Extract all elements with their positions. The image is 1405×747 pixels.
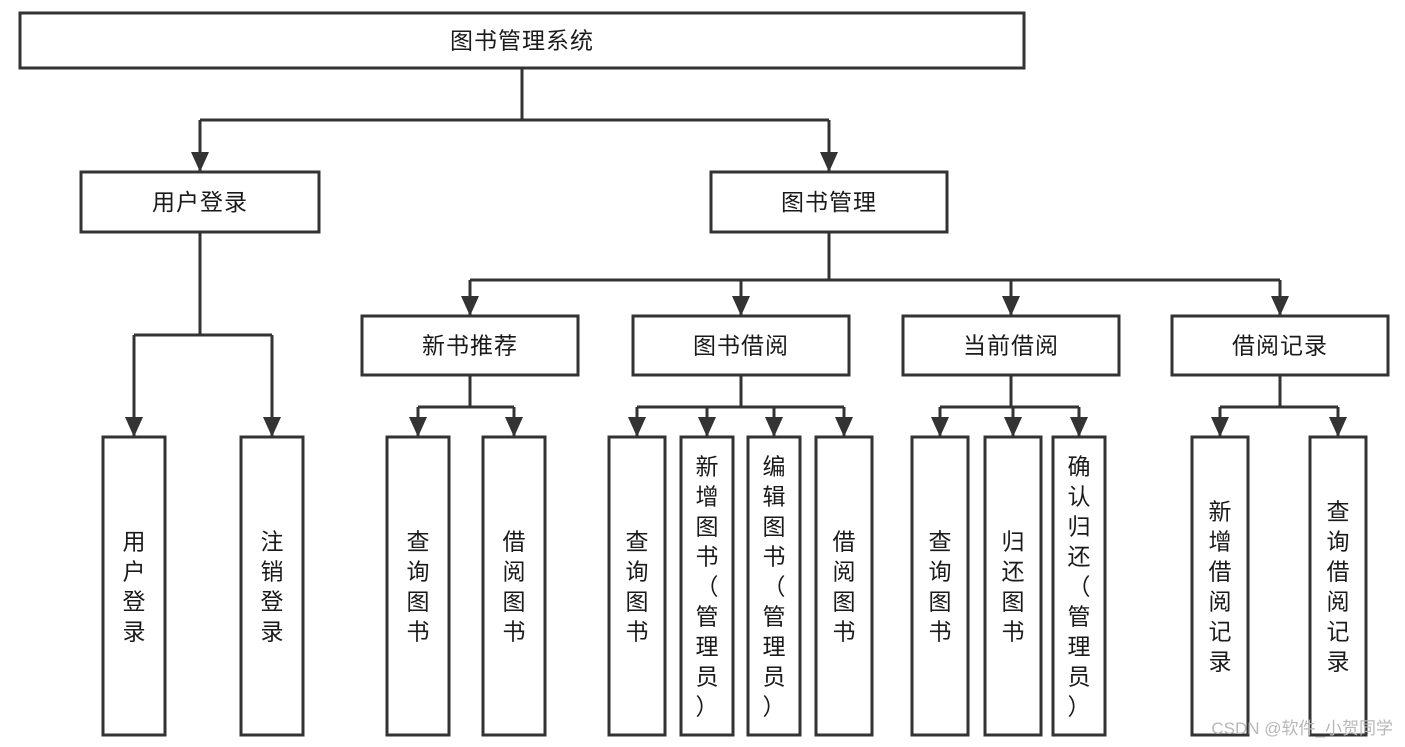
arrow-head-icon bbox=[628, 417, 646, 437]
arrow-head-icon bbox=[835, 417, 853, 437]
node-box-leaf-query-book-2 bbox=[607, 435, 667, 737]
node-box-borrow-record bbox=[1170, 314, 1390, 377]
node-layer: 图书管理系统用户登录图书管理新书推荐图书借阅当前借阅借阅记录用户登录注销登录查询… bbox=[18, 11, 1390, 737]
node-label-book-borrow: 图书借阅 bbox=[693, 333, 789, 359]
node-new-book-recommend[interactable]: 新书推荐 bbox=[360, 314, 580, 377]
arrow-head-icon bbox=[1329, 417, 1347, 437]
arrow-head-icon bbox=[1070, 417, 1088, 437]
node-label-leaf-query-book-1: 查询图书 bbox=[407, 528, 430, 644]
node-leaf-user-login[interactable]: 用户登录 bbox=[101, 435, 167, 737]
node-leaf-query-book-3[interactable]: 查询图书 bbox=[910, 435, 970, 737]
node-box-leaf-borrow-book-2 bbox=[814, 435, 874, 737]
arrow-head-icon bbox=[191, 152, 209, 172]
node-label-leaf-query-borrow-record: 查询借阅记录 bbox=[1327, 498, 1350, 674]
node-book-management[interactable]: 图书管理 bbox=[709, 170, 949, 234]
arrow-head-icon bbox=[1211, 417, 1229, 437]
node-leaf-add-borrow-record[interactable]: 新增借阅记录 bbox=[1190, 435, 1250, 737]
node-label-current-borrow: 当前借阅 bbox=[963, 333, 1059, 359]
arrow-head-icon bbox=[1004, 417, 1022, 437]
node-box-leaf-borrow-book-1 bbox=[481, 435, 547, 737]
arrow-head-icon bbox=[931, 417, 949, 437]
node-box-leaf-user-login bbox=[101, 435, 167, 737]
arrow-head-icon bbox=[765, 417, 783, 437]
node-label-book-management: 图书管理 bbox=[781, 189, 877, 215]
node-leaf-query-book-2[interactable]: 查询图书 bbox=[607, 435, 667, 737]
node-root[interactable]: 图书管理系统 bbox=[18, 11, 1026, 70]
node-leaf-return-book[interactable]: 归还图书 bbox=[983, 435, 1043, 737]
node-leaf-add-book-admin[interactable]: 新增图书（管理员） bbox=[679, 435, 735, 737]
node-box-user-login bbox=[79, 170, 321, 234]
node-borrow-record[interactable]: 借阅记录 bbox=[1170, 314, 1390, 377]
connector-layer bbox=[125, 68, 1347, 437]
node-box-book-management bbox=[709, 170, 949, 234]
node-label-leaf-add-borrow-record: 新增借阅记录 bbox=[1209, 498, 1232, 674]
node-label-leaf-query-book-2: 查询图书 bbox=[626, 528, 649, 644]
node-box-leaf-confirm-return-admin bbox=[1051, 435, 1107, 737]
node-box-root bbox=[18, 11, 1026, 70]
node-label-leaf-return-book: 归还图书 bbox=[1002, 528, 1025, 644]
node-label-leaf-user-login: 用户登录 bbox=[123, 528, 146, 644]
node-label-root: 图书管理系统 bbox=[450, 28, 594, 54]
arrow-head-icon bbox=[698, 417, 716, 437]
arrow-head-icon bbox=[732, 296, 750, 316]
node-label-leaf-add-book-admin: 新增图书（管理员） bbox=[696, 453, 719, 719]
node-leaf-borrow-book-1[interactable]: 借阅图书 bbox=[481, 435, 547, 737]
node-box-leaf-add-book-admin bbox=[679, 435, 735, 737]
arrow-head-icon bbox=[263, 417, 281, 437]
arrow-head-icon bbox=[125, 417, 143, 437]
node-box-leaf-add-borrow-record bbox=[1190, 435, 1250, 737]
node-box-book-borrow bbox=[631, 314, 851, 377]
node-box-leaf-user-logout bbox=[239, 435, 305, 737]
node-label-leaf-borrow-book-2: 借阅图书 bbox=[833, 528, 856, 644]
arrow-head-icon bbox=[820, 152, 838, 172]
node-label-leaf-confirm-return-admin: 确认归还（管理员） bbox=[1068, 453, 1091, 719]
node-box-leaf-edit-book-admin bbox=[746, 435, 802, 737]
node-box-new-book-recommend bbox=[360, 314, 580, 377]
node-leaf-confirm-return-admin[interactable]: 确认归还（管理员） bbox=[1051, 435, 1107, 737]
node-label-new-book-recommend: 新书推荐 bbox=[422, 333, 518, 359]
node-box-current-borrow bbox=[901, 314, 1121, 377]
node-leaf-query-book-1[interactable]: 查询图书 bbox=[385, 435, 451, 737]
node-leaf-borrow-book-2[interactable]: 借阅图书 bbox=[814, 435, 874, 737]
node-current-borrow[interactable]: 当前借阅 bbox=[901, 314, 1121, 377]
node-leaf-edit-book-admin[interactable]: 编辑图书（管理员） bbox=[746, 435, 802, 737]
arrow-head-icon bbox=[1002, 296, 1020, 316]
arrow-head-icon bbox=[505, 417, 523, 437]
node-book-borrow[interactable]: 图书借阅 bbox=[631, 314, 851, 377]
arrow-head-icon bbox=[409, 417, 427, 437]
node-label-leaf-edit-book-admin: 编辑图书（管理员） bbox=[763, 453, 786, 719]
node-label-leaf-user-logout: 注销登录 bbox=[261, 528, 284, 644]
node-leaf-user-logout[interactable]: 注销登录 bbox=[239, 435, 305, 737]
node-label-leaf-borrow-book-1: 借阅图书 bbox=[503, 528, 526, 644]
node-user-login[interactable]: 用户登录 bbox=[79, 170, 321, 234]
node-box-leaf-return-book bbox=[983, 435, 1043, 737]
node-label-user-login: 用户登录 bbox=[152, 189, 248, 215]
node-label-borrow-record: 借阅记录 bbox=[1232, 333, 1328, 359]
node-label-leaf-query-book-3: 查询图书 bbox=[929, 528, 952, 644]
node-leaf-query-borrow-record[interactable]: 查询借阅记录 bbox=[1308, 435, 1368, 737]
node-box-leaf-query-book-1 bbox=[385, 435, 451, 737]
arrow-head-icon bbox=[461, 296, 479, 316]
node-box-leaf-query-book-3 bbox=[910, 435, 970, 737]
node-box-leaf-query-borrow-record bbox=[1308, 435, 1368, 737]
arrow-head-icon bbox=[1271, 296, 1289, 316]
